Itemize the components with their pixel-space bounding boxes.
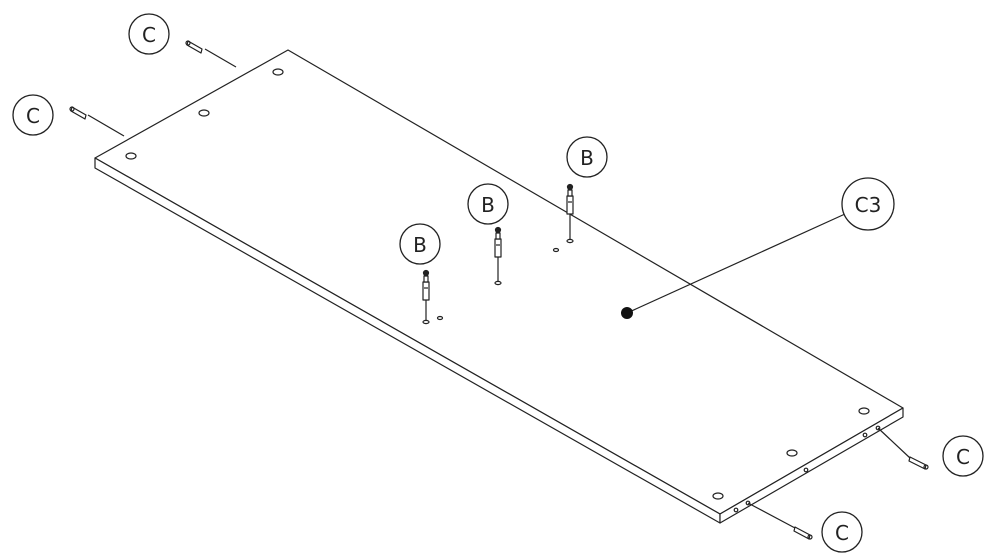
callout-circle-b2 bbox=[467, 183, 509, 225]
callout-label-c3: C3 bbox=[855, 193, 882, 217]
panel-right-edge bbox=[719, 407, 904, 524]
dowel-c-top bbox=[185, 40, 237, 68]
callout-label-b3: B bbox=[580, 146, 594, 170]
dowel-c-bottom bbox=[747, 502, 813, 540]
hole-mid-2 bbox=[552, 247, 560, 253]
callout-label-b1: B bbox=[413, 233, 427, 257]
hole-top-left-2 bbox=[198, 109, 210, 117]
edge-hole-5 bbox=[875, 425, 881, 431]
callout-circle-c-left bbox=[12, 94, 54, 136]
callout-circle-b3 bbox=[566, 136, 608, 178]
callout-circle-b1 bbox=[399, 223, 441, 265]
callout-label-c-left: C bbox=[26, 104, 40, 128]
hole-top-left-3 bbox=[272, 68, 284, 76]
c3-marker-dot bbox=[621, 307, 633, 319]
cam-bolt-b2 bbox=[494, 226, 502, 286]
c3-leader-line bbox=[626, 213, 846, 314]
callout-circle-c-bottom bbox=[821, 511, 863, 553]
dowel-c-left bbox=[69, 106, 125, 137]
edge-hole-2 bbox=[745, 500, 751, 506]
edge-hole-3 bbox=[803, 467, 809, 473]
callout-circle-c-top bbox=[128, 13, 170, 55]
hole-top-right-3 bbox=[858, 407, 870, 415]
dowel-c-right bbox=[877, 427, 929, 470]
hole-top-right-1 bbox=[712, 492, 724, 500]
callout-circle-c-right bbox=[942, 435, 984, 477]
callout-label-c-right: C bbox=[956, 445, 970, 469]
callout-label-b2: B bbox=[481, 193, 495, 217]
hole-mid-1 bbox=[436, 315, 444, 321]
edge-hole-1 bbox=[733, 507, 739, 513]
hole-top-left-1 bbox=[125, 152, 137, 160]
cam-bolt-b3 bbox=[566, 183, 574, 244]
edge-hole-4 bbox=[862, 432, 868, 438]
cam-bolt-b1 bbox=[422, 269, 430, 325]
hole-top-right-2 bbox=[786, 449, 798, 457]
callout-circle-c3 bbox=[841, 177, 895, 231]
callout-label-c-bottom: C bbox=[835, 521, 849, 545]
callout-label-c-top: C bbox=[142, 23, 156, 47]
